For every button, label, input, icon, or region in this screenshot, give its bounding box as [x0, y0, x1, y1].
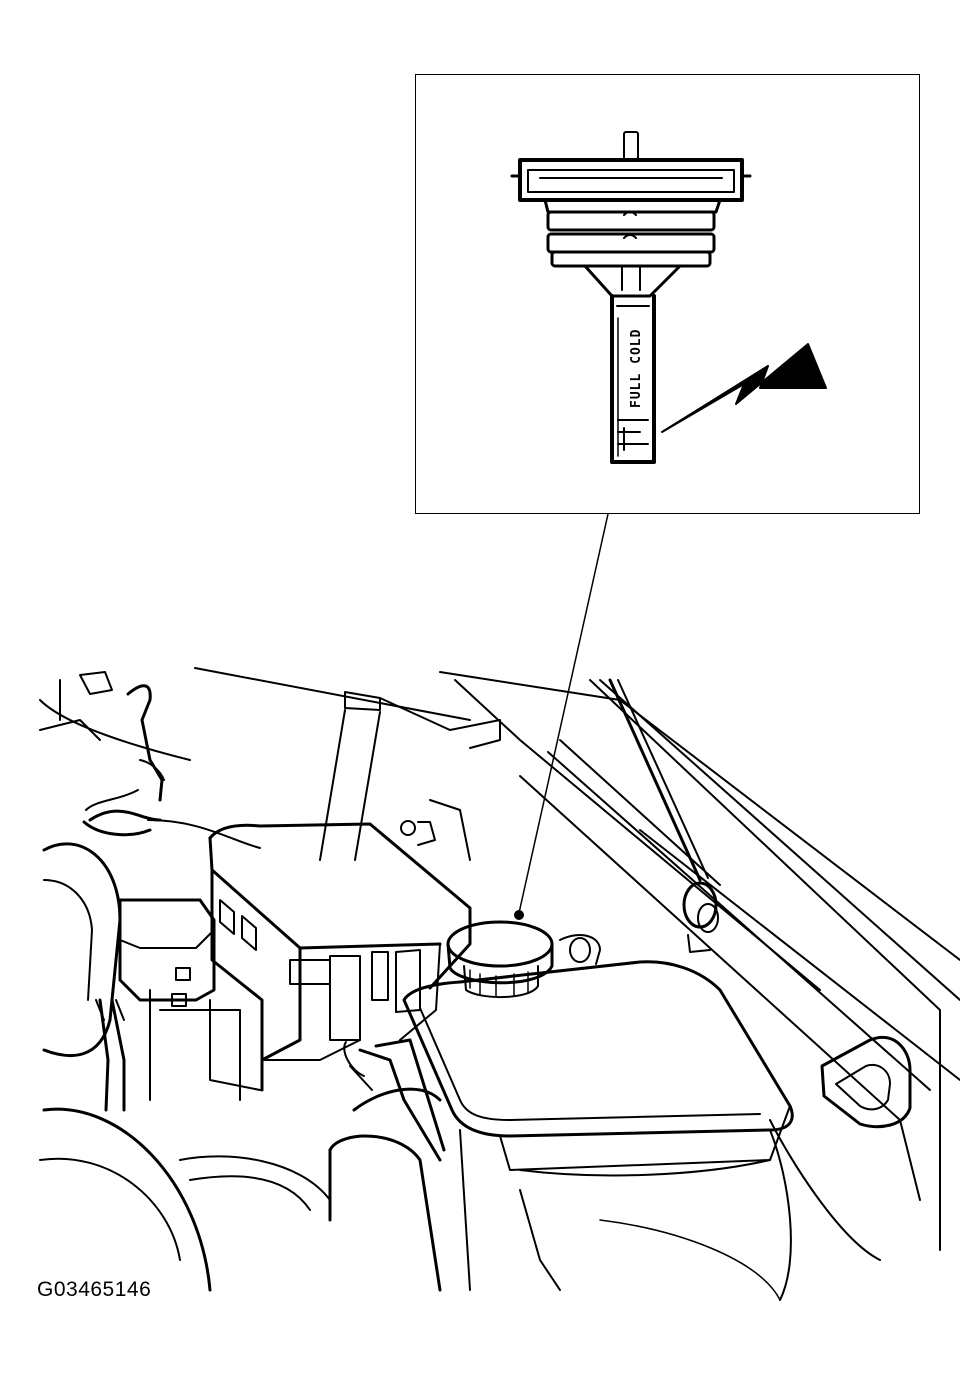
cap-taper: [583, 264, 682, 298]
inset-detail-frame: [415, 74, 920, 514]
dipstick-label: FULL COLD: [629, 329, 644, 408]
cap-top: [518, 158, 744, 202]
fuse-relay-box: [208, 822, 472, 1092]
cap-ring-2: [546, 232, 716, 254]
leader-dot: [514, 910, 524, 920]
leader-line: [518, 513, 609, 914]
arrow-icon: [661, 343, 827, 433]
cap-nub: [623, 131, 639, 161]
hood-prop-rod: [608, 678, 702, 882]
cap-ring-1: [546, 210, 716, 232]
cap-dipstick-detail: FULL COLD: [510, 131, 827, 464]
hood-latch-bumper: [820, 1035, 912, 1129]
figure-id: G03465146: [37, 1278, 152, 1301]
coolant-reservoir: [402, 934, 881, 1291]
reservoir-cap: [446, 920, 554, 998]
relay-block: [118, 898, 261, 1101]
engine-bay-view: [39, 667, 960, 1301]
dipstick: [610, 294, 656, 464]
cap-ring-3: [550, 250, 712, 268]
